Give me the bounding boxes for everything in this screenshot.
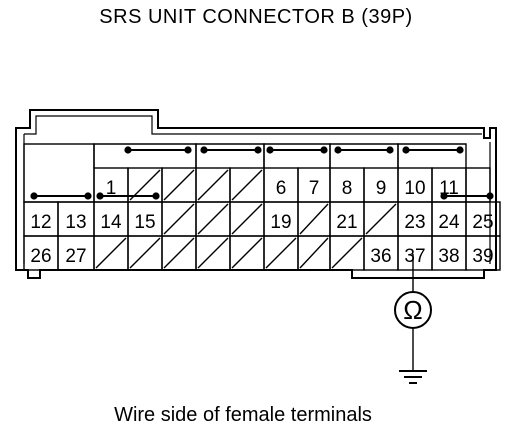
shorting-bar-end: [184, 146, 192, 154]
unused-cavity-mark: [231, 169, 263, 201]
unused-cavity-mark: [95, 237, 127, 269]
ohm-symbol: Ω: [403, 295, 422, 325]
shorting-bar-end: [386, 146, 394, 154]
unused-cavity-mark: [265, 237, 297, 269]
shorting-bar-end: [152, 192, 160, 200]
terminal-number: 19: [270, 212, 291, 233]
diagram-caption: Wire side of female terminals: [114, 404, 372, 426]
terminal-number: 26: [30, 246, 51, 267]
shorting-bar-end: [124, 146, 132, 154]
terminal-number: 25: [472, 212, 493, 233]
shorting-bar-end: [486, 192, 494, 200]
terminal-cavity: [465, 235, 501, 271]
terminal-number: 37: [404, 246, 425, 267]
terminal-number: 11: [439, 178, 459, 199]
terminal-number: 15: [134, 212, 155, 233]
terminal-number: 36: [370, 246, 391, 267]
terminal-number: 6: [276, 178, 287, 199]
unused-cavity-mark: [331, 237, 363, 269]
shorting-bar-end: [266, 146, 274, 154]
terminal-number: 39: [472, 246, 493, 267]
shorting-bars: [30, 146, 494, 200]
unused-cavity-mark: [197, 203, 229, 235]
unused-cavity-mark: [163, 169, 195, 201]
group-divider: [397, 143, 467, 168]
terminal-number: 13: [65, 212, 86, 233]
terminal-number: 21: [336, 212, 357, 233]
terminal-number: 8: [342, 178, 353, 199]
unused-cavity-mark: [197, 169, 229, 201]
terminal-number: 38: [438, 246, 459, 267]
shorting-bar-end: [456, 146, 464, 154]
unused-cavity-mark: [231, 203, 263, 235]
group-divider: [93, 143, 197, 168]
meter-probe: [394, 254, 432, 370]
terminal-number: 27: [65, 246, 86, 267]
terminal-number: 24: [438, 212, 460, 233]
shorting-bar-end: [254, 146, 262, 154]
unused-cavity-mark: [231, 237, 263, 269]
ground-icon: [399, 370, 427, 384]
unused-cavity-mark: [299, 203, 329, 235]
terminal-number: 7: [309, 178, 320, 199]
unused-cavity-mark: [197, 237, 229, 269]
terminal-number: 10: [404, 178, 425, 199]
terminal-number: 9: [376, 178, 387, 199]
shorting-bar-end: [96, 192, 104, 200]
terminal-grid: [23, 143, 501, 271]
unused-cavity-mark: [365, 203, 397, 235]
shorting-bar-end: [402, 146, 410, 154]
unused-cavity-mark: [299, 237, 329, 269]
unused-cavity-mark: [129, 237, 161, 269]
shorting-bar-end: [84, 192, 92, 200]
terminal-number: 12: [30, 212, 51, 233]
shorting-bar-end: [200, 146, 208, 154]
unused-cavity-mark: [163, 237, 195, 269]
group-divider: [263, 143, 331, 168]
unused-cavity-mark: [163, 203, 195, 235]
diagram-title: SRS UNIT CONNECTOR B (39P): [99, 6, 413, 28]
terminal-number: 14: [100, 212, 122, 233]
shorting-bar-end: [334, 146, 342, 154]
shorting-bar-end: [320, 146, 328, 154]
shorting-bar-end: [30, 192, 38, 200]
terminal-labels: 1 6 7 8 9 10 11 12 13 14 15 19 21 23 24 25 26 27 36 37 38 39: [30, 178, 493, 267]
terminal-number: 23: [404, 212, 425, 233]
terminal-number: 1: [106, 178, 117, 199]
shorting-bar-end: [440, 192, 448, 200]
